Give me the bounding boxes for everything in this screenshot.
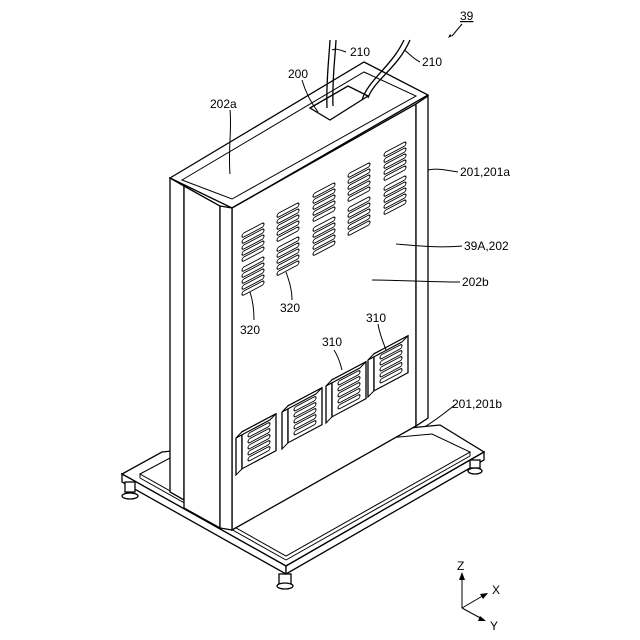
label-202b: 202b	[462, 275, 489, 289]
label-210-b: 210	[422, 55, 442, 69]
label-39a-202: 39A,202	[464, 239, 509, 253]
leveling-foot-left	[122, 482, 138, 499]
coordinate-axes	[459, 572, 488, 621]
leveling-foot-right	[468, 460, 482, 474]
label-310-b: 310	[366, 311, 386, 325]
label-200: 200	[288, 67, 308, 81]
axis-label-z: Z	[457, 559, 464, 573]
label-201-201b: 201,201b	[452, 397, 502, 411]
label-320-a: 320	[240, 323, 260, 337]
label-210-a: 210	[350, 45, 370, 59]
label-310-a: 310	[322, 335, 342, 349]
leveling-foot-front	[277, 574, 293, 589]
left-side-panel	[170, 178, 220, 528]
frame-post-201a	[416, 96, 428, 426]
axis-label-x: X	[492, 583, 500, 597]
label-201-201a: 201,201a	[460, 165, 510, 179]
axis-label-y: Y	[490, 619, 498, 633]
label-202a: 202a	[210, 97, 237, 111]
label-320-b: 320	[280, 301, 300, 315]
figure-number: 39	[460, 9, 474, 23]
